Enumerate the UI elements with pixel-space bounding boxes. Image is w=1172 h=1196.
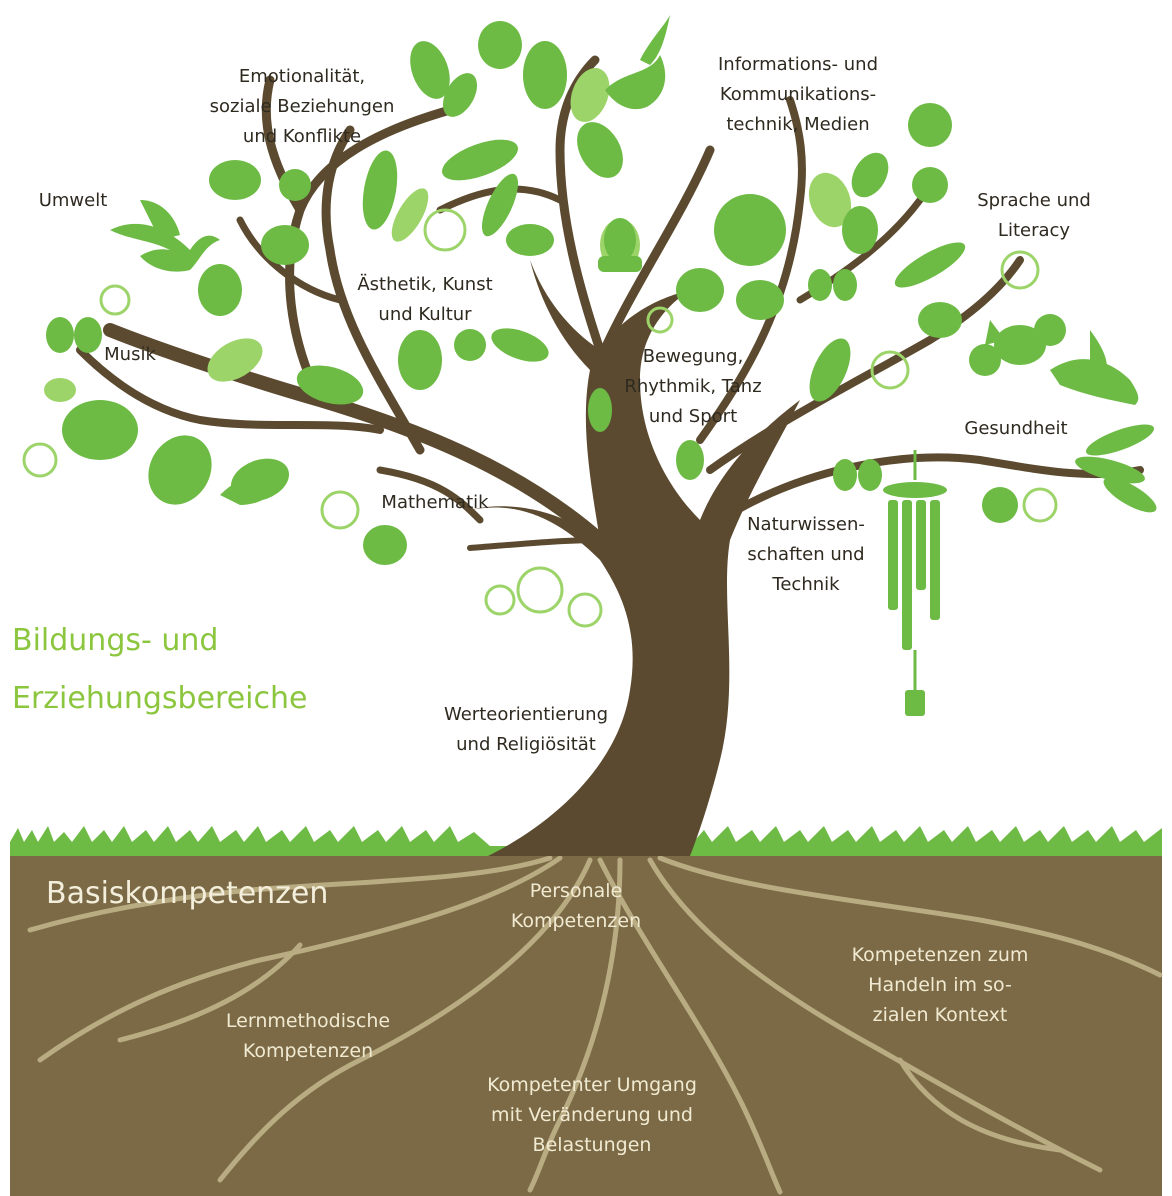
bird-icon — [220, 475, 280, 505]
roots — [27, 855, 1163, 1195]
bird-icon — [605, 15, 670, 110]
soil-ground — [10, 852, 1162, 1196]
bird-icon — [110, 200, 220, 272]
butterfly-icon — [833, 459, 882, 491]
tree-branches — [76, 55, 1144, 551]
acorn-icon — [598, 218, 642, 272]
competency-sozial: Kompetenzen zum Handeln im so- zialen Ko… — [851, 944, 1029, 1026]
area-umwelt: Umwelt — [38, 190, 108, 211]
area-aesthetik: Ästhetik, Kunst und Kultur — [357, 274, 493, 325]
competency-lern: Lernmethodische Kompetenzen — [225, 1010, 391, 1062]
bird-icon — [985, 314, 1066, 365]
basis-title: Basiskompetenzen — [46, 876, 329, 911]
bird-icon — [1050, 330, 1139, 405]
area-bewegung: Bewegung, Rhythmik, Tanz und Sport — [624, 346, 762, 427]
area-werte: Werteorientierung und Religiösität — [443, 704, 609, 755]
area-mathematik: Mathematik — [381, 492, 489, 513]
tree-trunk — [470, 260, 800, 856]
area-musik: Musik — [104, 344, 156, 365]
areas-title: Bildungs- und Erziehungsbereiche — [12, 623, 308, 716]
area-info: Informations- und Kommunikations- techni… — [717, 54, 879, 135]
competency-personal: Personale Kompetenzen — [510, 880, 642, 932]
grass-strip — [10, 826, 1162, 856]
butterfly-icon — [808, 269, 857, 301]
competency-umgang: Kompetenter Umgang mit Veränderung und B… — [487, 1074, 697, 1156]
area-natur: Naturwissen- schaften und Technik — [747, 514, 865, 595]
area-gesundheit: Gesundheit — [964, 418, 1068, 439]
wind-chime-icon — [883, 450, 947, 716]
area-sprache: Sprache und Literacy — [977, 190, 1091, 241]
butterfly-icon — [46, 317, 102, 353]
area-emotion: Emotionalität, soziale Beziehungen und K… — [209, 66, 395, 147]
swirl-ornaments — [22, 208, 1058, 628]
